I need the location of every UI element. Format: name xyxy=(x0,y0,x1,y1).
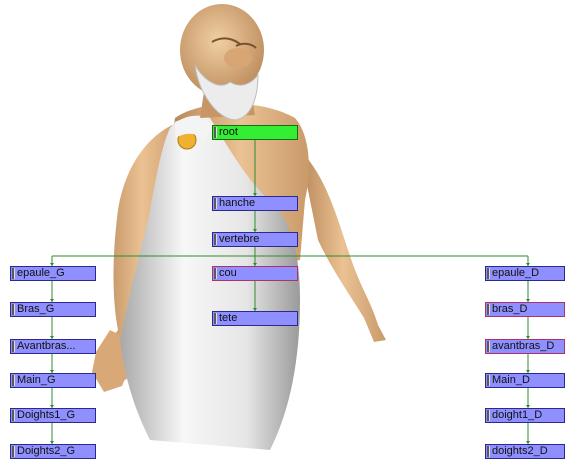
joint-node-bras-d[interactable]: bras_D xyxy=(485,302,565,317)
joint-label: tete xyxy=(219,312,237,324)
joint-node-avantbras-d[interactable]: avantbras_D xyxy=(485,339,565,354)
joint-node-cou[interactable]: cou xyxy=(212,266,298,281)
right-arm xyxy=(300,150,386,342)
joint-label: avantbras_D xyxy=(492,340,554,352)
joint-node-bras-g[interactable]: Bras_G xyxy=(10,302,96,317)
joint-node-doights2-g[interactable]: Doights2_G xyxy=(10,444,96,459)
joint-label: Doights2_G xyxy=(17,445,75,457)
joint-label: Main_G xyxy=(17,374,56,386)
joint-node-epaule-g[interactable]: epaule_G xyxy=(10,266,96,281)
joint-node-doights2-d[interactable]: doights2_D xyxy=(485,444,565,459)
joint-node-root[interactable]: root xyxy=(212,125,298,140)
joint-label: bras_D xyxy=(492,303,527,315)
joint-label: Main_D xyxy=(492,374,530,386)
joint-label: cou xyxy=(219,267,237,279)
joint-label: doights2_D xyxy=(492,445,548,457)
joint-node-hanche[interactable]: hanche xyxy=(212,196,298,211)
joint-node-epaule-d[interactable]: epaule_D xyxy=(485,266,565,281)
joint-node-main-d[interactable]: Main_D xyxy=(485,373,565,388)
joint-node-main-g[interactable]: Main_G xyxy=(10,373,96,388)
joint-node-tete[interactable]: tete xyxy=(212,311,298,326)
joint-label: vertebre xyxy=(219,233,259,245)
joint-label: hanche xyxy=(219,197,255,209)
joint-node-doights1-g[interactable]: Doights1_G xyxy=(10,408,96,423)
joint-label: Avantbras... xyxy=(17,340,76,352)
joint-label: Bras_G xyxy=(17,303,54,315)
joint-label: root xyxy=(219,126,238,138)
joint-node-avantbras-g[interactable]: Avantbras... xyxy=(10,339,96,354)
joint-node-doight1-d[interactable]: doight1_D xyxy=(485,408,565,423)
joint-label: epaule_D xyxy=(492,267,539,279)
joint-node-vertebre[interactable]: vertebre xyxy=(212,232,298,247)
joint-label: epaule_G xyxy=(17,267,65,279)
joint-label: Doights1_G xyxy=(17,409,75,421)
joint-label: doight1_D xyxy=(492,409,542,421)
